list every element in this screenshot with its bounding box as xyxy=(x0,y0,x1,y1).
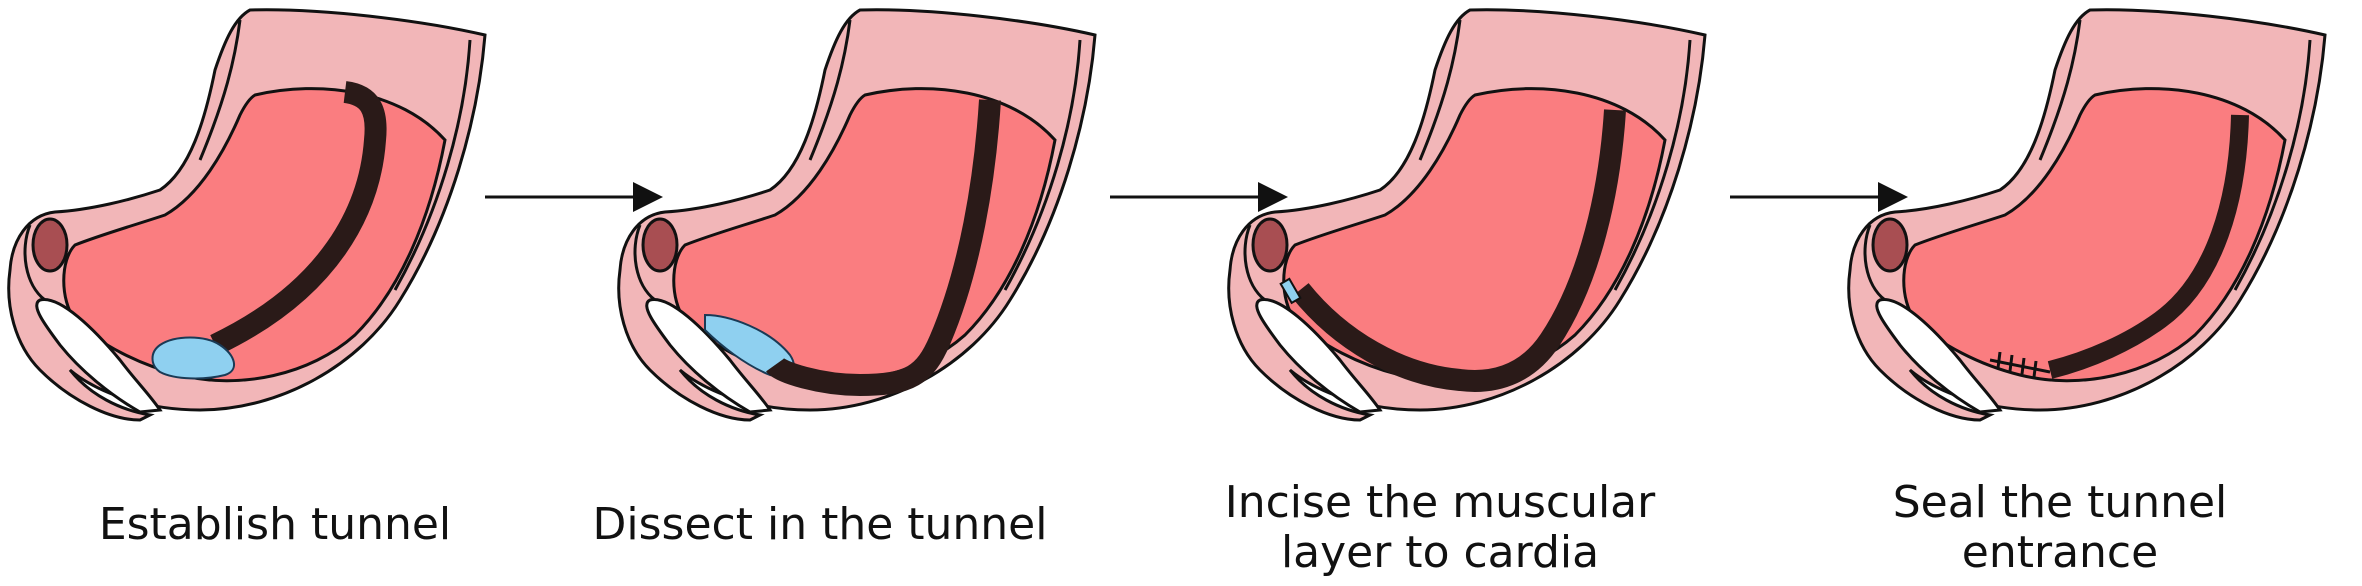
caption-establish-tunnel: Establish tunnel xyxy=(5,500,545,550)
caption-line: Establish tunnel xyxy=(98,499,452,550)
caption-line: Incise the muscular xyxy=(1224,477,1656,528)
caption-incise-muscular-layer: Incise the muscular layer to cardia xyxy=(1170,478,1710,578)
caption-line: entrance xyxy=(1961,527,2159,578)
tunnel-1 xyxy=(210,81,387,355)
panel-dissect-in-tunnel xyxy=(617,8,1097,422)
tunnel-3 xyxy=(1291,109,1626,392)
panel-seal-tunnel xyxy=(1847,8,2327,422)
panel-establish-tunnel xyxy=(7,8,487,422)
caption-seal-tunnel: Seal the tunnel entrance xyxy=(1790,478,2330,578)
incision-marker xyxy=(1279,277,1302,305)
tunnel-2 xyxy=(766,99,1001,397)
caption-line: Seal the tunnel xyxy=(1892,477,2228,528)
tunnel-4 xyxy=(2047,114,2249,379)
panel-incise-muscular-layer xyxy=(1227,8,1707,422)
fluid-cushion-1 xyxy=(151,336,235,380)
caption-line: Dissect in the tunnel xyxy=(592,499,1048,550)
caption-line: layer to cardia xyxy=(1280,527,1600,578)
caption-dissect-in-tunnel: Dissect in the tunnel xyxy=(550,500,1090,550)
suture-clips xyxy=(1989,351,2051,378)
